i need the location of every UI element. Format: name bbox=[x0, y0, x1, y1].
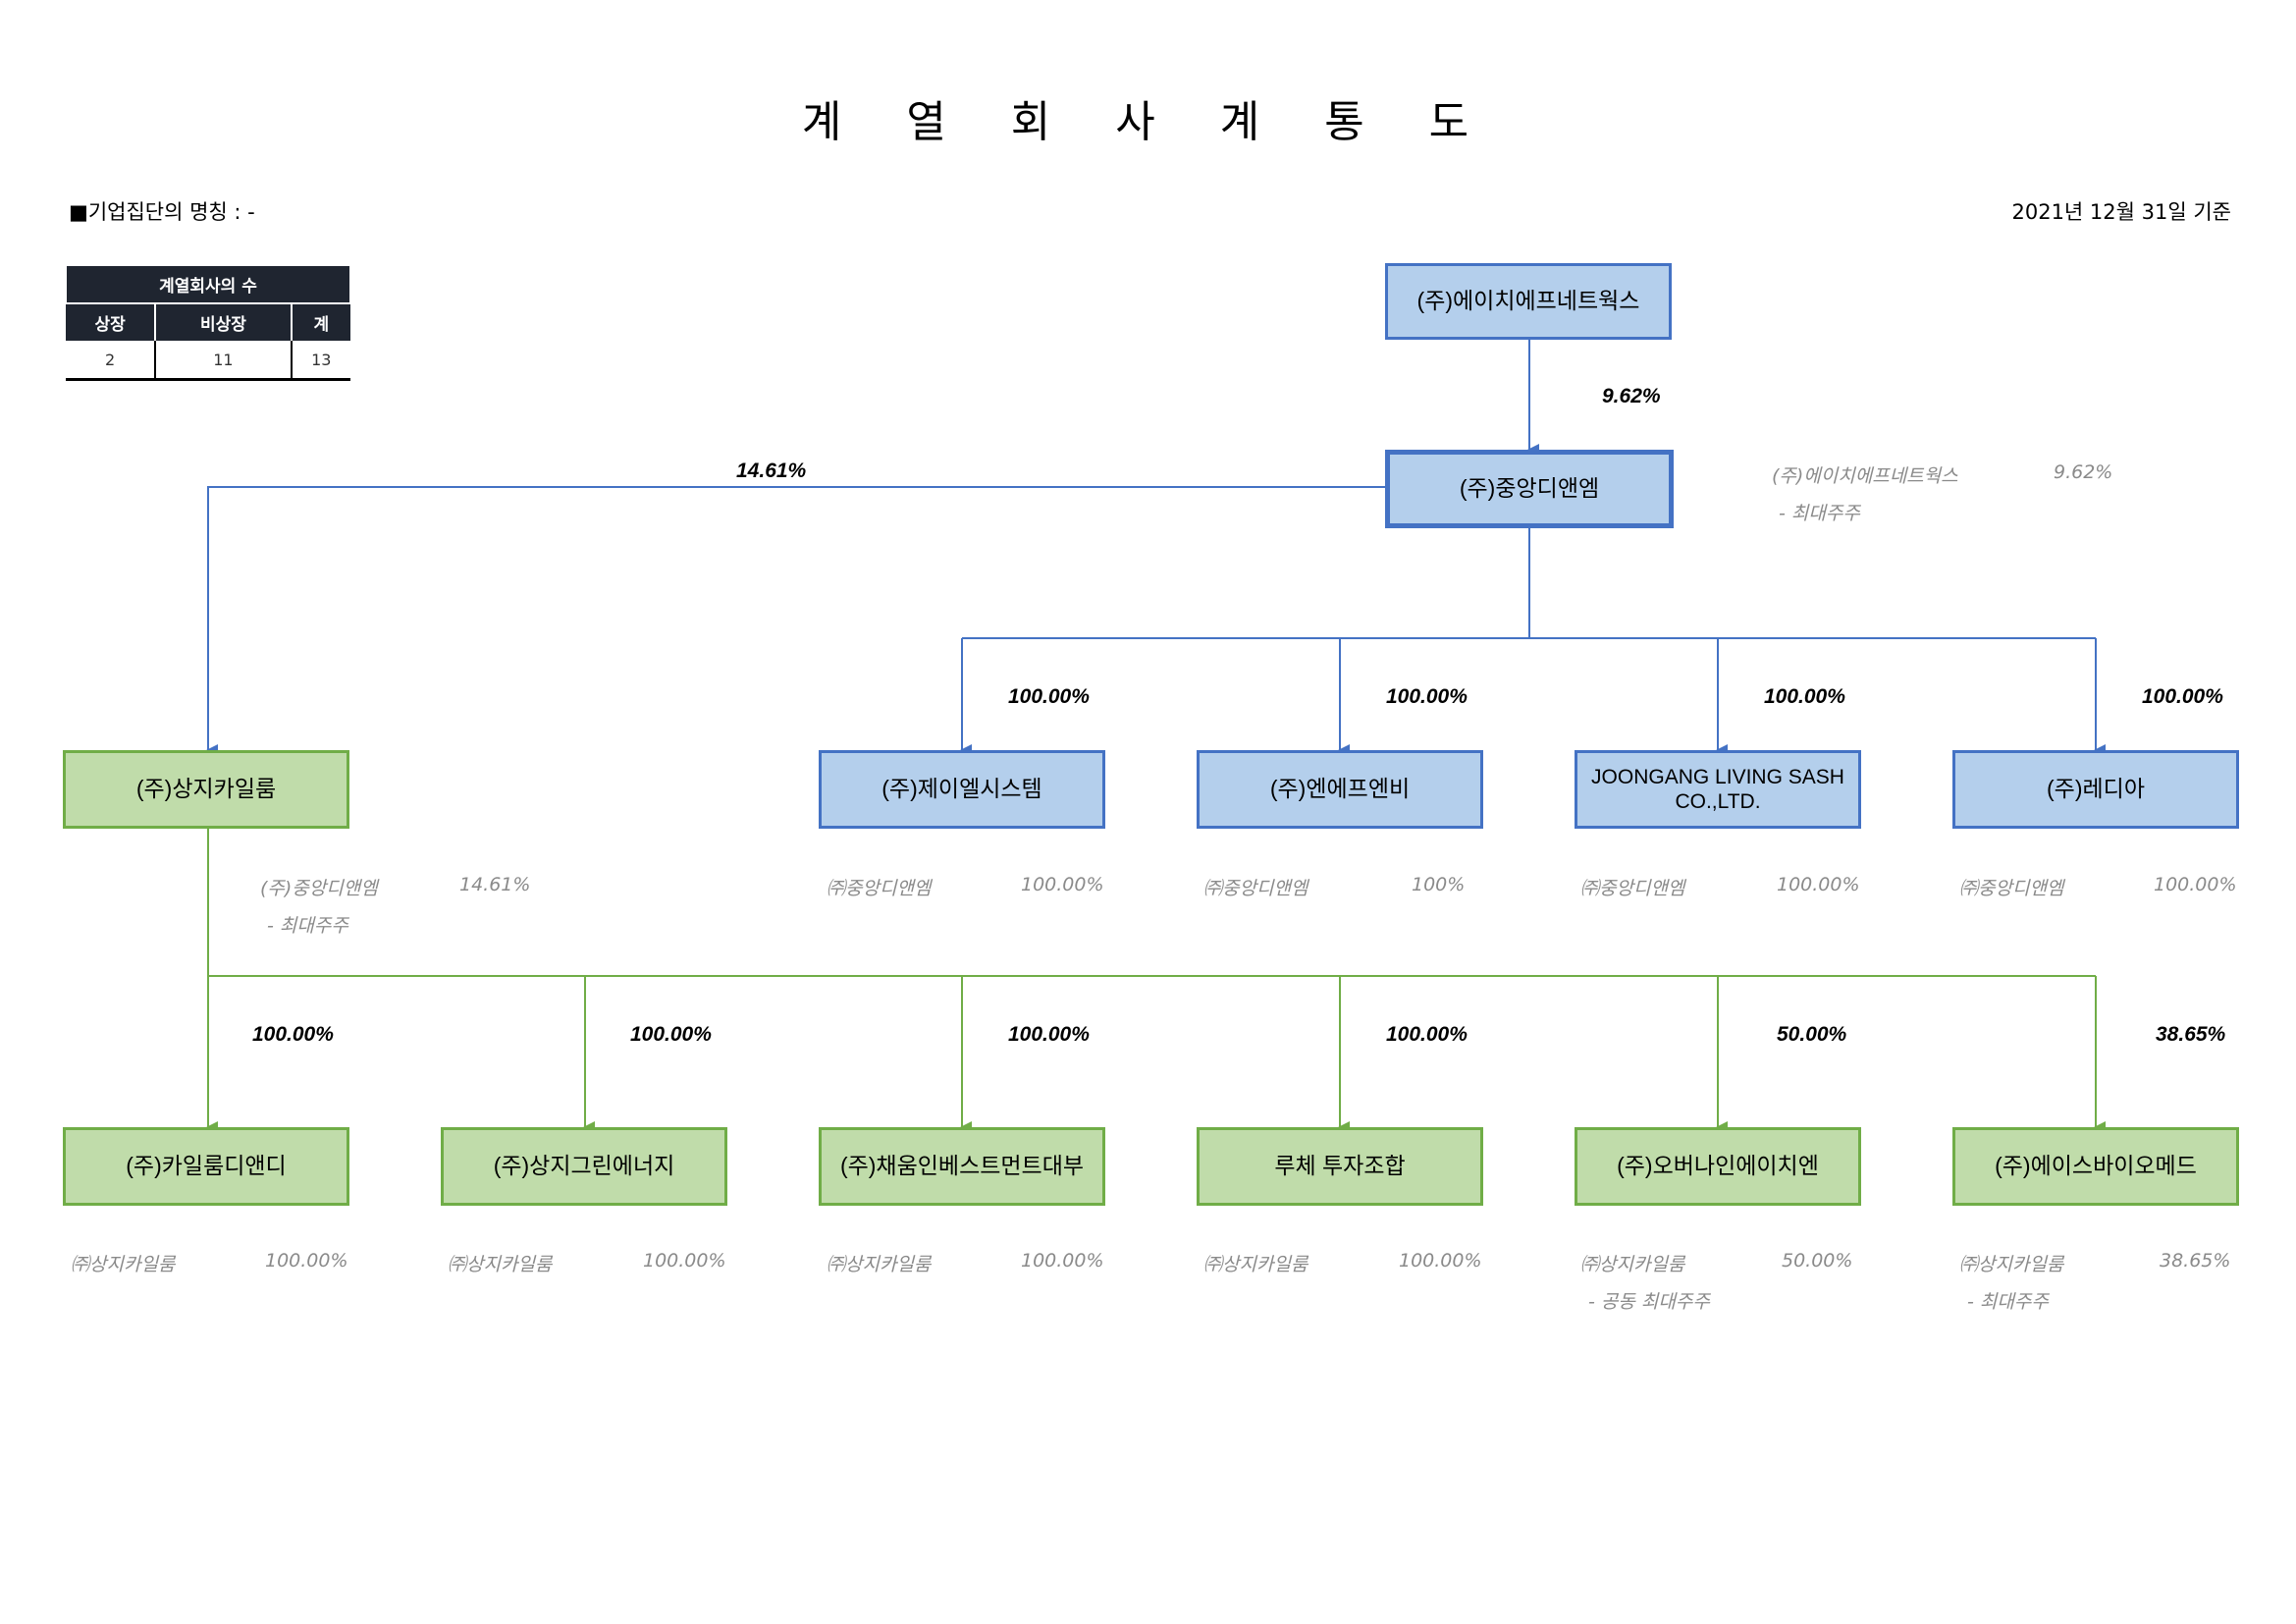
company-box-sgr[interactable]: (주)상지그린에너지 bbox=[441, 1127, 727, 1206]
count-listed: 2 bbox=[66, 341, 156, 381]
count-header-listed: 상장 bbox=[66, 303, 157, 341]
company-name: (주)상지카일룸 bbox=[135, 776, 277, 802]
note-holder: (주)중앙디앤엠 bbox=[260, 878, 378, 899]
affiliate-count-table: 계열회사의 수 상장 비상장 계 2 11 13 bbox=[65, 266, 351, 381]
note-holder: ㈜상지카일룸 bbox=[1203, 1254, 1308, 1275]
note-pct: 9.62% bbox=[2054, 461, 2113, 483]
note-pct: 100.00% bbox=[2154, 874, 2237, 895]
company-name: (주)레디아 bbox=[2047, 776, 2145, 802]
company-box-rd[interactable]: (주)레디아 bbox=[1952, 750, 2239, 829]
company-box-as[interactable]: (주)에이스바이오메드 bbox=[1952, 1127, 2239, 1206]
note-pct: 100% bbox=[1412, 874, 1466, 895]
note-pct: 38.65% bbox=[2160, 1250, 2231, 1272]
note-pct: 100.00% bbox=[1021, 1250, 1104, 1272]
connector-jdm-sg bbox=[206, 486, 1387, 756]
company-name: (주)엔에프엔비 bbox=[1269, 776, 1411, 802]
note-pct: 100.00% bbox=[1777, 874, 1860, 895]
note-role: - 공동 최대주주 bbox=[1588, 1291, 1710, 1313]
note-holder: ㈜상지카일룸 bbox=[827, 1254, 932, 1275]
note-holder: ㈜상지카일룸 bbox=[1580, 1254, 1685, 1275]
note-holder: ㈜중앙디앤엠 bbox=[1959, 878, 2064, 899]
pct-sg-sgr: 100.00% bbox=[630, 1023, 712, 1046]
note-holder: (주)에이치에프네트웍스 bbox=[1772, 465, 1958, 487]
company-box-lc[interactable]: 루체 투자조합 bbox=[1197, 1127, 1483, 1206]
note-pct: 100.00% bbox=[1399, 1250, 1482, 1272]
note-holder: ㈜상지카일룸 bbox=[1959, 1254, 2064, 1275]
pct-sg-as: 38.65% bbox=[2156, 1023, 2226, 1046]
company-box-jls[interactable]: JOONGANG LIVING SASH CO.,LTD. bbox=[1575, 750, 1861, 829]
note-pct: 14.61% bbox=[459, 874, 531, 895]
company-box-jl[interactable]: (주)제이엘시스템 bbox=[819, 750, 1105, 829]
note-holder: ㈜중앙디앤엠 bbox=[1580, 878, 1685, 899]
basis-date: 2021년 12월 31일 기준 bbox=[2011, 200, 2231, 224]
pct-jdm-sg: 14.61% bbox=[736, 460, 807, 482]
page-title: 계 열 회 사 계 통 도 bbox=[801, 97, 1495, 147]
company-box-kd[interactable]: (주)카일룸디앤디 bbox=[63, 1127, 349, 1206]
company-box-cw[interactable]: (주)채움인베스트먼트대부 bbox=[819, 1127, 1105, 1206]
company-name: (주)제이엘시스템 bbox=[881, 776, 1042, 802]
note-holder: ㈜중앙디앤엠 bbox=[827, 878, 932, 899]
note-pct: 100.00% bbox=[1021, 874, 1104, 895]
company-box-jdm[interactable]: (주)중앙디앤엠 bbox=[1385, 450, 1674, 528]
company-box-ov[interactable]: (주)오버나인에이치엔 bbox=[1575, 1127, 1861, 1206]
note-pct: 50.00% bbox=[1782, 1250, 1853, 1272]
company-name: (주)오버나인에이치엔 bbox=[1617, 1153, 1819, 1179]
note-holder: ㈜상지카일룸 bbox=[71, 1254, 176, 1275]
pct-sg-kd: 100.00% bbox=[252, 1023, 334, 1046]
note-holder: ㈜상지카일룸 bbox=[448, 1254, 553, 1275]
pct-jdm-jl: 100.00% bbox=[1008, 685, 1090, 708]
count-unlisted: 11 bbox=[154, 341, 292, 381]
count-header-total: 계 bbox=[290, 303, 350, 341]
note-pct: 100.00% bbox=[265, 1250, 348, 1272]
pct-hf-jdm: 9.62% bbox=[1602, 385, 1661, 407]
company-box-sg[interactable]: (주)상지카일룸 bbox=[63, 750, 349, 829]
count-header-unlisted: 비상장 bbox=[154, 303, 293, 341]
pct-jdm-nf: 100.00% bbox=[1386, 685, 1468, 708]
note-holder: ㈜중앙디앤엠 bbox=[1203, 878, 1308, 899]
company-name: (주)채움인베스트먼트대부 bbox=[839, 1153, 1085, 1179]
company-name: 루체 투자조합 bbox=[1274, 1153, 1406, 1179]
company-name: JOONGANG LIVING SASH CO.,LTD. bbox=[1591, 765, 1844, 813]
company-name: (주)중앙디앤엠 bbox=[1459, 475, 1600, 502]
pct-jdm-jls: 100.00% bbox=[1764, 685, 1845, 708]
company-name: (주)상지그린에너지 bbox=[493, 1153, 675, 1179]
group-name: ■기업집단의 명칭 : - bbox=[69, 200, 255, 224]
count-table-caption: 계열회사의 수 bbox=[65, 266, 351, 304]
note-role: - 최대주주 bbox=[267, 915, 348, 937]
pct-sg-ov: 50.00% bbox=[1777, 1023, 1847, 1046]
pct-jdm-rd: 100.00% bbox=[2142, 685, 2223, 708]
company-box-nf[interactable]: (주)엔에프엔비 bbox=[1197, 750, 1483, 829]
note-role: - 최대주주 bbox=[1967, 1291, 2049, 1313]
company-name: (주)에이스바이오메드 bbox=[1995, 1153, 2197, 1179]
company-name: (주)에이치에프네트웍스 bbox=[1416, 288, 1640, 314]
pct-sg-lc: 100.00% bbox=[1386, 1023, 1468, 1046]
company-name: (주)카일룸디앤디 bbox=[126, 1153, 287, 1179]
count-total: 13 bbox=[290, 341, 350, 381]
note-role: - 최대주주 bbox=[1779, 503, 1860, 524]
note-pct: 100.00% bbox=[643, 1250, 726, 1272]
pct-sg-cw: 100.00% bbox=[1008, 1023, 1090, 1046]
company-box-hf[interactable]: (주)에이치에프네트웍스 bbox=[1385, 263, 1672, 340]
